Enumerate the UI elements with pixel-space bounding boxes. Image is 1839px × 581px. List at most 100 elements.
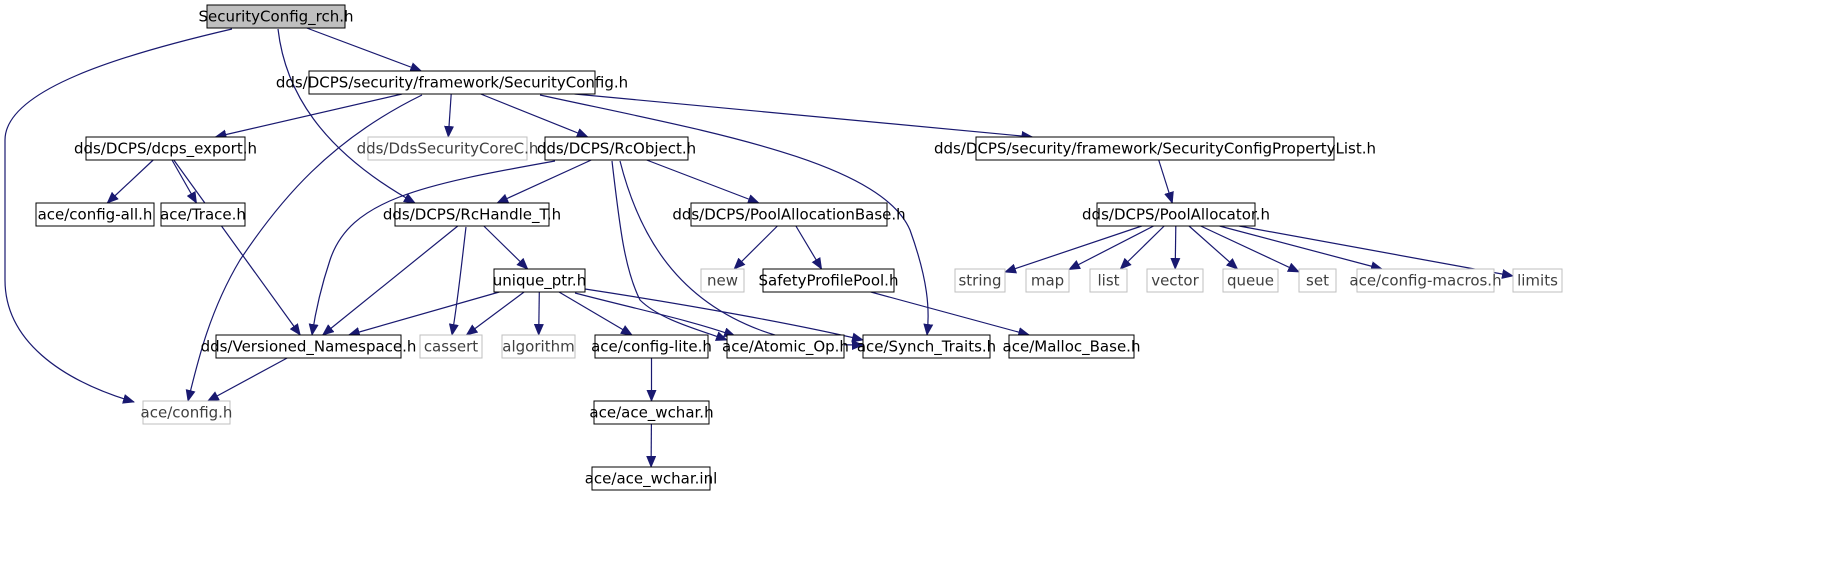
node-box-map <box>1025 268 1070 293</box>
node-label-poolallocator: dds/DCPS/PoolAllocator.h <box>1082 206 1270 224</box>
node-label-algorithm: algorithm <box>502 338 574 356</box>
node-string: string <box>954 268 1006 293</box>
nodes-layer: SecurityConfig_rch.h dds/DCPS/security/fr… <box>35 4 1563 491</box>
edge-versioned-config <box>206 357 288 402</box>
node-label-rchandle: dds/DCPS/RcHandle_T.h <box>383 206 561 225</box>
node-poolallocator[interactable]: dds/DCPS/PoolAllocator.h <box>1082 202 1270 227</box>
node-label-atomic: ace/Atomic_Op.h <box>722 338 849 357</box>
node-box-set <box>1298 268 1337 293</box>
edge-proplist-poolallocator <box>1158 159 1174 204</box>
edge-poolallocator-set <box>1200 225 1300 273</box>
node-box-limits <box>1512 268 1563 293</box>
node-wchar_h[interactable]: ace/ace_wchar.h <box>589 400 714 425</box>
node-configlite[interactable]: ace/config-lite.h <box>591 334 712 359</box>
node-box-secconfig <box>308 70 596 95</box>
edge-poolallocator-string <box>1004 225 1142 274</box>
edge-poolallocator-list <box>1119 225 1165 270</box>
edge-secconfig-rcobject <box>480 93 589 138</box>
node-label-synch: ace/Synch_Traits.h <box>857 338 996 357</box>
node-box-cassert <box>419 334 483 359</box>
node-poolalloc_base[interactable]: dds/DCPS/PoolAllocationBase.h <box>672 202 906 227</box>
node-label-string: string <box>958 272 1001 290</box>
node-rcobject[interactable]: dds/DCPS/RcObject.h <box>537 136 696 161</box>
node-box-algorithm <box>501 334 576 359</box>
node-label-rcobject: dds/DCPS/RcObject.h <box>537 140 696 158</box>
edge-rcobject-synch <box>619 160 864 350</box>
node-configmacros: ace/config-macros.h <box>1349 268 1502 293</box>
node-box-new <box>700 268 745 293</box>
edge-rcobject-poolalloc_base <box>646 159 760 204</box>
node-configall[interactable]: ace/config-all.h <box>35 202 155 227</box>
node-vector: vector <box>1146 268 1204 293</box>
node-set: set <box>1298 268 1337 293</box>
edges-layer <box>4 27 1514 468</box>
node-label-new: new <box>707 272 738 290</box>
node-box-synch <box>862 334 991 359</box>
node-label-versioned: dds/Versioned_Namespace.h <box>201 338 417 357</box>
node-box-wchar_inl <box>591 466 711 491</box>
edge-safety-malloc <box>870 291 1031 337</box>
node-atomic[interactable]: ace/Atomic_Op.h <box>722 334 849 359</box>
node-root[interactable]: SecurityConfig_rch.h <box>198 4 354 29</box>
edge-dcps_export-versioned <box>173 159 301 336</box>
node-synch[interactable]: ace/Synch_Traits.h <box>857 334 996 359</box>
node-box-configall <box>35 202 155 227</box>
node-box-dcps_export <box>85 136 246 161</box>
node-limits: limits <box>1512 268 1563 293</box>
node-box-queue <box>1222 268 1279 293</box>
node-wchar_inl[interactable]: ace/ace_wchar.inl <box>585 466 718 491</box>
node-cassert: cassert <box>419 334 483 359</box>
node-box-configlite <box>594 334 709 359</box>
node-ddssec: dds/DdsSecurityCoreC.h <box>357 136 538 161</box>
node-box-versioned <box>215 334 402 359</box>
node-rchandle[interactable]: dds/DCPS/RcHandle_T.h <box>383 202 561 227</box>
edge-rchandle-versioned <box>321 225 459 336</box>
edge-unique_ptr-synch <box>584 288 864 343</box>
node-map: map <box>1025 268 1070 293</box>
node-queue: queue <box>1222 268 1279 293</box>
node-box-configmacros <box>1356 268 1495 293</box>
node-label-limits: limits <box>1517 272 1558 290</box>
node-box-poolallocator <box>1096 202 1256 227</box>
edge-poolallocator-vector <box>1170 225 1181 270</box>
node-label-set: set <box>1306 272 1329 290</box>
node-box-root <box>206 4 346 29</box>
edge-poolallocator-map <box>1068 225 1154 271</box>
node-unique_ptr[interactable]: unique_ptr.h <box>493 268 586 293</box>
node-box-atomic <box>726 334 845 359</box>
edge-rcobject-atomic <box>611 160 728 341</box>
node-safety[interactable]: SafetyProfilePool.h <box>759 268 899 293</box>
node-trace[interactable]: ace/Trace.h <box>160 202 246 227</box>
node-box-list <box>1089 268 1128 293</box>
node-label-safety: SafetyProfilePool.h <box>759 272 899 290</box>
node-box-vector <box>1146 268 1204 293</box>
edge-unique_ptr-configlite <box>558 291 633 336</box>
edge-root-rchandle <box>277 28 416 204</box>
node-box-rcobject <box>544 136 689 161</box>
node-dcps_export[interactable]: dds/DCPS/dcps_export.h <box>74 136 257 161</box>
node-malloc[interactable]: ace/Malloc_Base.h <box>1003 334 1141 359</box>
node-label-root: SecurityConfig_rch.h <box>198 8 353 27</box>
node-list: list <box>1089 268 1128 293</box>
edge-secconfig-proplist <box>574 93 1034 141</box>
edge-rchandle-cassert <box>448 226 467 336</box>
node-box-proplist <box>975 136 1335 161</box>
edge-secconfig-dcps_export <box>214 93 403 140</box>
node-secconfig[interactable]: dds/DCPS/security/framework/SecurityConf… <box>276 70 628 95</box>
edge-unique_ptr-cassert <box>465 291 525 336</box>
node-label-wchar_inl: ace/ace_wchar.inl <box>585 470 718 489</box>
node-label-dcps_export: dds/DCPS/dcps_export.h <box>74 140 257 159</box>
edge-poolalloc_base-new <box>733 225 778 270</box>
node-versioned[interactable]: dds/Versioned_Namespace.h <box>201 334 417 359</box>
node-proplist[interactable]: dds/DCPS/security/framework/SecurityConf… <box>934 136 1376 161</box>
node-box-poolalloc_base <box>690 202 888 227</box>
node-config: ace/config.h <box>141 400 232 425</box>
edge-rchandle-unique_ptr <box>483 225 529 270</box>
node-label-wchar_h: ace/ace_wchar.h <box>589 404 713 423</box>
edge-secconfig-config <box>185 94 423 402</box>
edge-secconfig-ddssec <box>444 93 455 138</box>
edge-secconfig-synch <box>539 94 934 336</box>
node-label-unique_ptr: unique_ptr.h <box>493 272 586 291</box>
node-label-vector: vector <box>1151 272 1199 290</box>
edge-poolallocator-limits <box>1238 225 1514 279</box>
